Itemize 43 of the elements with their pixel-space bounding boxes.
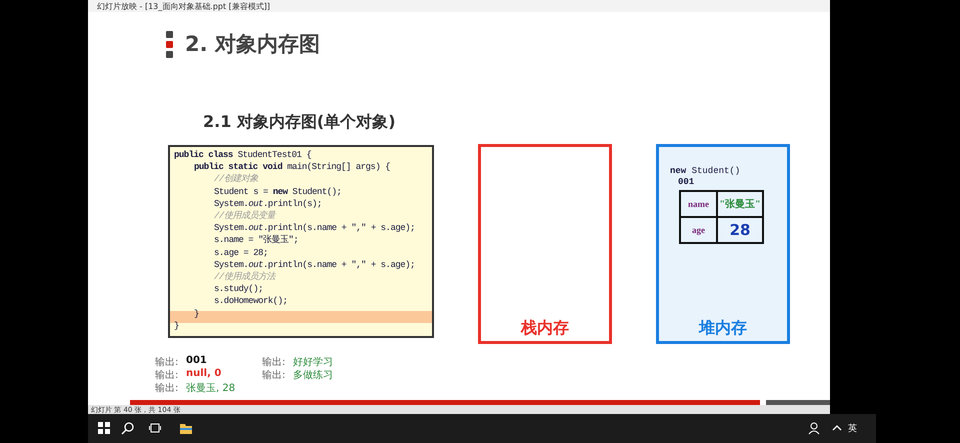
output-prefix: 输出: <box>262 368 286 382</box>
slide-title: 2. 对象内存图 <box>185 31 320 58</box>
code-line: public class StudentTest01 { <box>174 149 312 161</box>
output-value: 001 <box>186 355 207 366</box>
output-prefix: 输出: <box>262 356 286 369</box>
section-heading: 2.1 对象内存图(单个对象) <box>203 112 396 133</box>
code-line: s.doHomework(); <box>214 295 288 308</box>
code-line: s.age = 28; <box>214 246 268 259</box>
code-line: System.out.println(s.name + "," + s.age); <box>214 222 415 234</box>
field-cell <box>716 190 764 218</box>
code-box <box>168 145 434 338</box>
memory-label: 栈内存 <box>520 318 570 339</box>
heap-memory-box <box>656 144 790 344</box>
code-line: s.name = "张曼玉"; <box>214 234 298 246</box>
code-comment: //创建对象 <box>214 173 258 186</box>
window-title: 幻灯片放映 - [13_面向对象基础.ppt [兼容模式]] <box>97 1 270 12</box>
address-label: 001 <box>678 177 694 187</box>
field-cell <box>679 216 718 244</box>
code-line: s.study(); <box>214 283 264 296</box>
code-line: } <box>194 308 199 320</box>
field-text: 28 <box>730 221 750 239</box>
field-cell <box>716 216 764 244</box>
output-prefix: 输出: <box>155 356 178 369</box>
output-value: 张曼玉, 28 <box>186 382 236 395</box>
output-prefix: 输出: <box>155 382 178 395</box>
code-comment: //使用成员变量 <box>214 210 275 222</box>
field-text: name <box>688 199 709 209</box>
output-value: null, 0 <box>186 368 222 379</box>
field-text: age <box>692 225 705 235</box>
code-line: } <box>174 320 179 332</box>
input-method-indicator: 英 <box>848 422 857 435</box>
stack-memory-box <box>478 144 612 344</box>
code-line: System.out.println(s); <box>214 198 322 210</box>
output-value: 好好学习 <box>293 356 333 369</box>
code-line: public static void main(String[] args) { <box>194 161 390 174</box>
output-prefix: 输出: <box>155 368 178 382</box>
object-creation-label: new Student() <box>670 166 740 176</box>
code-comment: //使用成员方法 <box>214 271 275 283</box>
memory-label: 堆内存 <box>698 318 748 339</box>
code-line: Student s = new Student(); <box>214 186 342 198</box>
field-text: "张曼玉" <box>719 198 761 211</box>
code-line: System.out.println(s.name + "," + s.age); <box>214 258 415 271</box>
output-value: 多做练习 <box>293 369 333 382</box>
